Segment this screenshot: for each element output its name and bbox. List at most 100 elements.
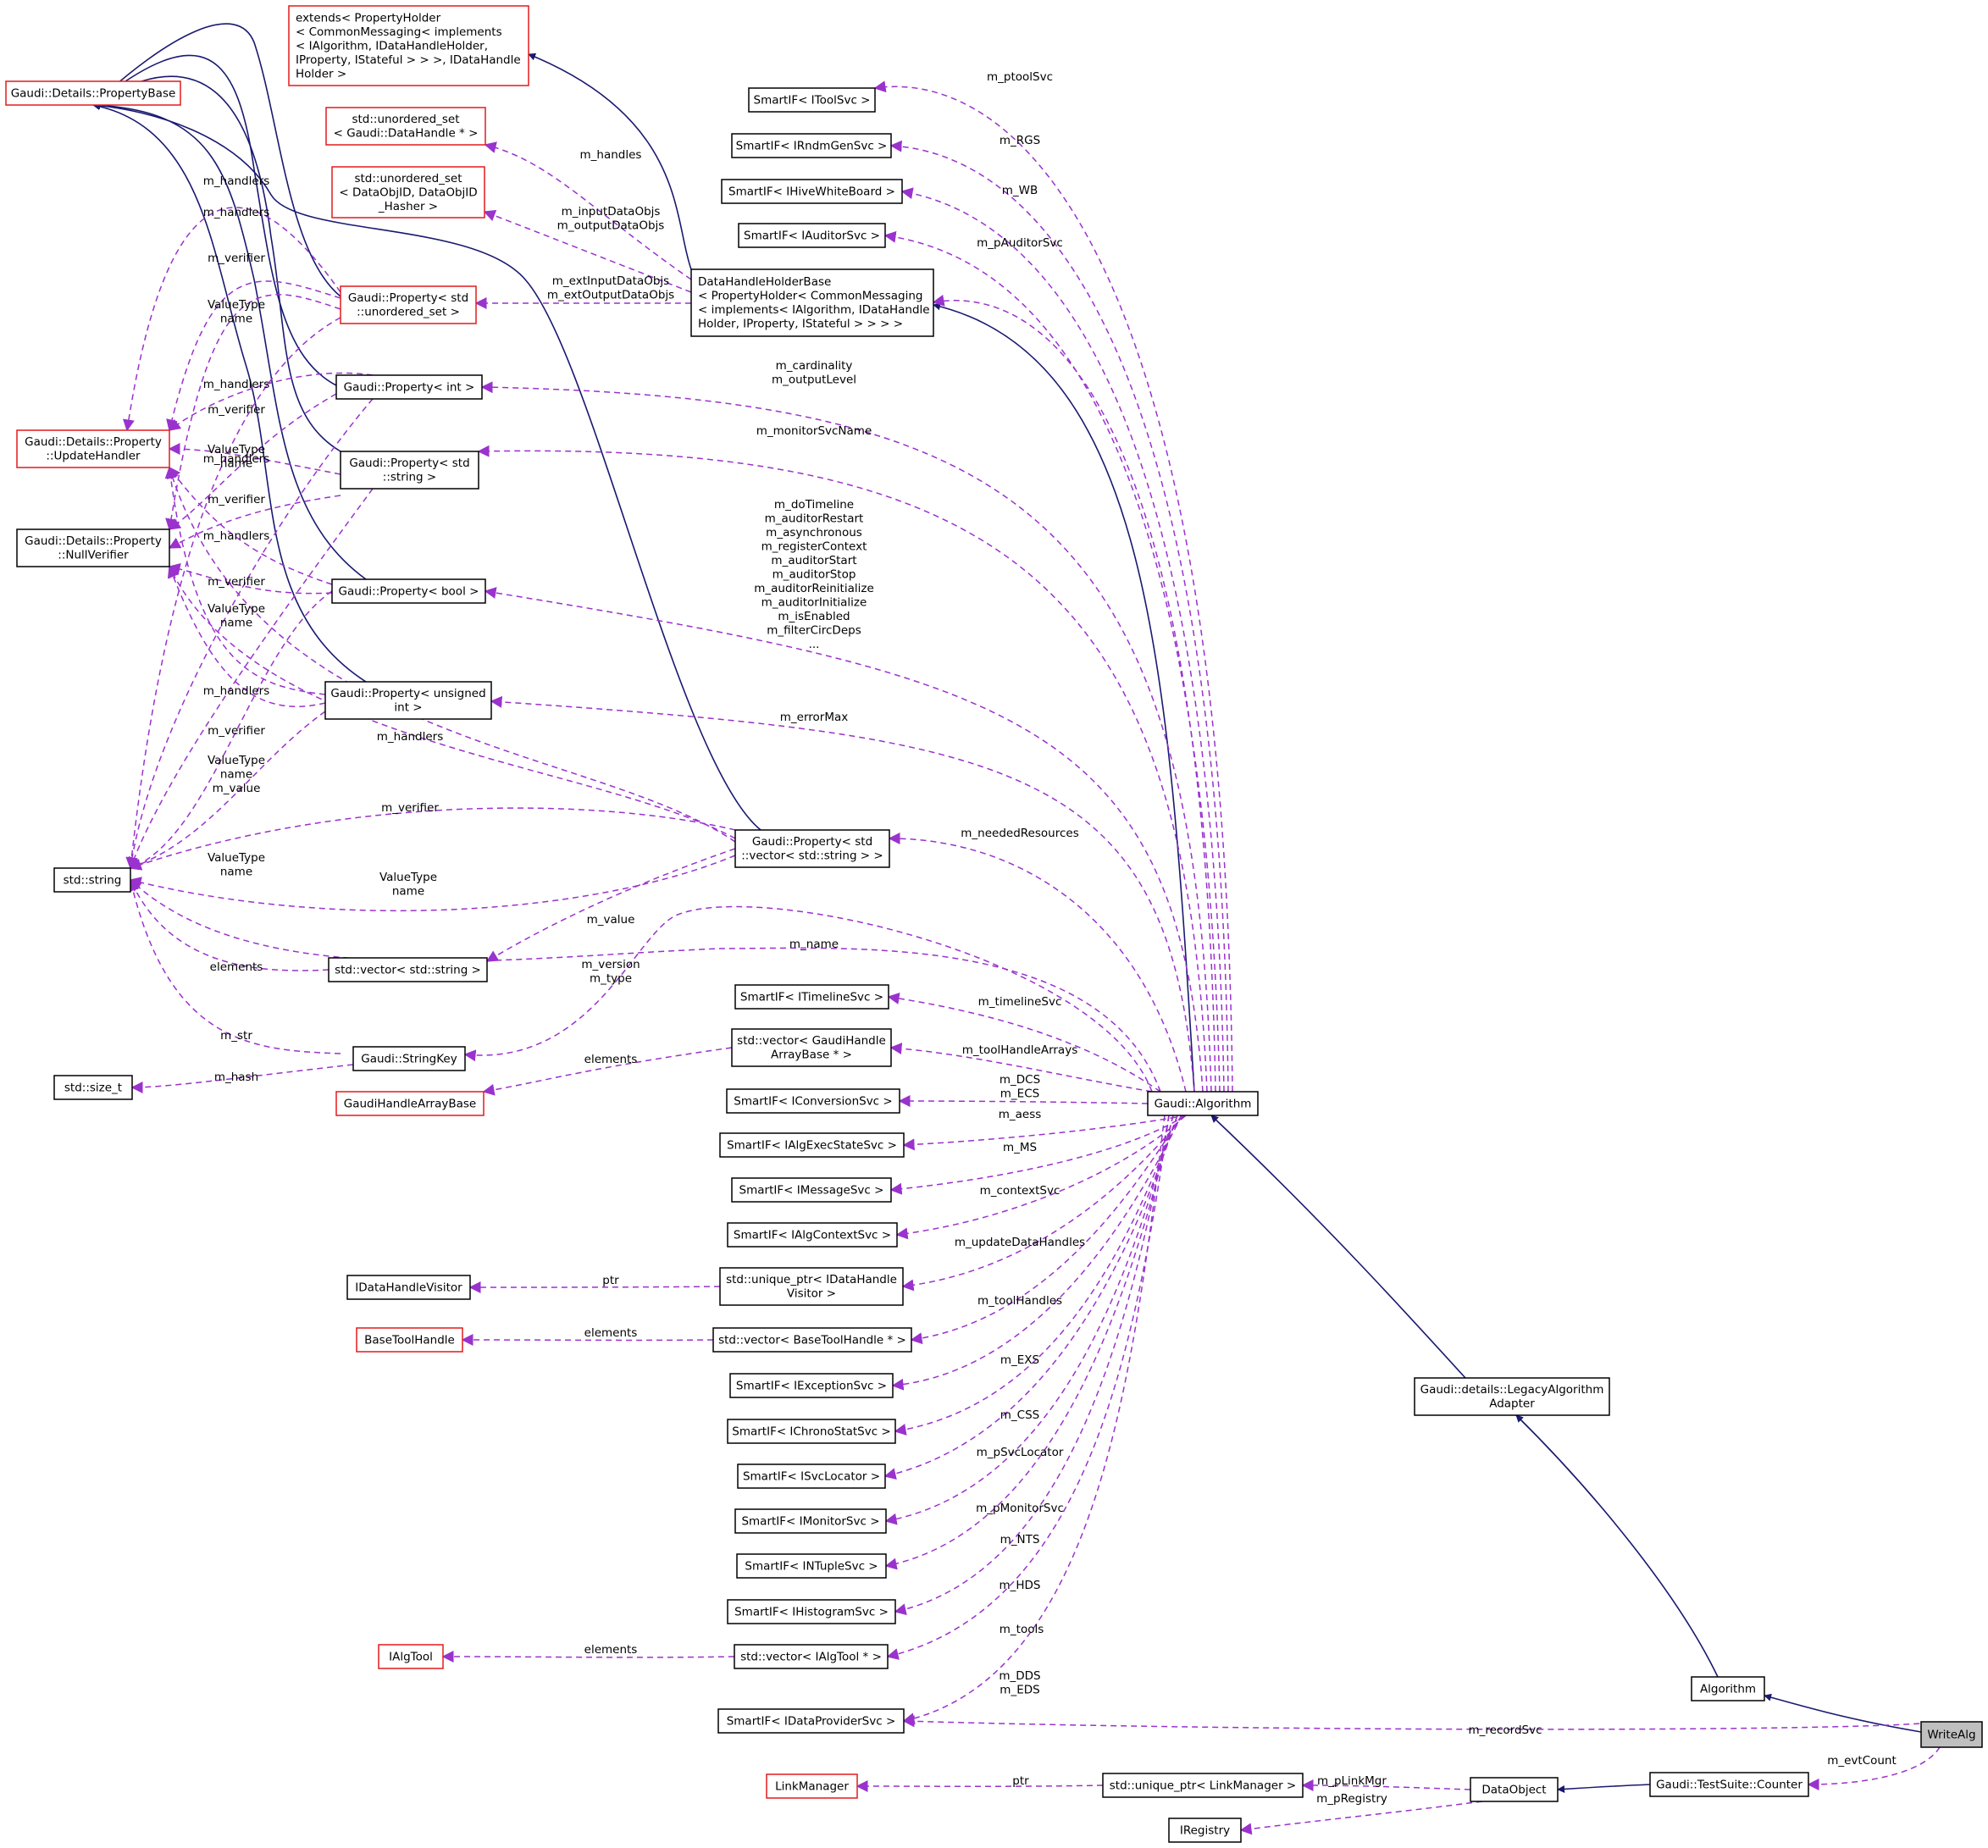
usage-edge-71 [168, 372, 374, 431]
class-node-iregistry[interactable]: IRegistry [1168, 1818, 1242, 1843]
class-node-box [340, 451, 479, 490]
class-node-histogram-svc[interactable]: SmartIF< IHistogramSvc > [727, 1599, 896, 1624]
class-node-chrono-svc[interactable]: SmartIF< IChronoStatSvc > [727, 1419, 896, 1444]
class-node-gaudi-algorithm[interactable]: Gaudi::Algorithm [1147, 1091, 1259, 1116]
class-node-size-t[interactable]: std::size_t [53, 1075, 133, 1100]
class-node-algexecstate-svc[interactable]: SmartIF< IAlgExecStateSvc > [719, 1132, 905, 1158]
edge-label-m-pMonitorSvc: m_pMonitorSvc [976, 1502, 1064, 1515]
class-node-exception-svc[interactable]: SmartIF< IExceptionSvc > [729, 1373, 894, 1398]
inheritance-edge-8 [92, 101, 367, 580]
class-node-datahandleholderbase[interactable]: DataHandleHolderBase< PropertyHolder< Co… [690, 268, 934, 337]
class-node-label: < implements< IAlgorithm, IDataHandle [698, 303, 930, 317]
edge-label-text: m_handlers [203, 378, 270, 391]
class-node-prop-vector-string[interactable]: Gaudi::Property< std::vector< std::strin… [734, 829, 890, 868]
class-node-std-string[interactable]: std::string [53, 867, 131, 893]
usage-edge-41 [484, 587, 1204, 1093]
class-node-label: SmartIF< IHistogramSvc > [734, 1605, 889, 1618]
class-node-message-svc[interactable]: SmartIF< IMessageSvc > [731, 1177, 892, 1203]
usage-edge-23 [894, 1115, 1170, 1616]
usage-edge-72 [125, 317, 341, 870]
class-node-propertybase[interactable]: Gaudi::Details::PropertyBase [5, 80, 181, 106]
class-node-prop-string[interactable]: Gaudi::Property< std::string > [340, 451, 479, 490]
usage-edge-47 [484, 141, 692, 280]
edge-label-text: m_value [587, 913, 635, 927]
class-node-rndmgen-svc[interactable]: SmartIF< IRndmGenSvc > [731, 133, 892, 158]
class-node-basetoolhandle[interactable]: BaseToolHandle [356, 1327, 463, 1353]
inheritance-edge-4 [528, 53, 692, 270]
edge-label-m-contextSvc: m_contextSvc [980, 1184, 1060, 1198]
usage-edge-33 [902, 1115, 1187, 1151]
usage-edge-22 [886, 1115, 1170, 1660]
class-node-prop-bool[interactable]: Gaudi::Property< bool > [331, 578, 486, 604]
edge-label-text: m_updateDataHandles [955, 1236, 1085, 1249]
class-node-label: SmartIF< IAlgExecStateSvc > [727, 1138, 897, 1152]
edge-label-text: m_evtCount [1827, 1754, 1897, 1768]
class-node-vector-gaudihandlearraybase[interactable]: std::vector< GaudiHandleArrayBase * > [731, 1028, 892, 1067]
class-node-vector-string[interactable]: std::vector< std::string > [328, 957, 488, 982]
usage-edge-25 [884, 1115, 1174, 1525]
edge-label-m-recordSvc: m_recordSvc [1468, 1724, 1542, 1737]
inheritance-edge-11 [92, 23, 341, 297]
edge-label-text: m_tools [1000, 1623, 1044, 1636]
class-node-label: SmartIF< ITimelineSvc > [740, 990, 883, 1004]
class-node-hivewhiteboard[interactable]: SmartIF< IHiveWhiteBoard > [721, 179, 903, 204]
class-node-box [1470, 1777, 1559, 1802]
class-node-idatahandlevisitor[interactable]: IDataHandleVisitor [346, 1275, 471, 1300]
class-node-box [16, 528, 170, 567]
class-node-stringkey[interactable]: Gaudi::StringKey [352, 1046, 466, 1071]
class-node-vector-basetoolhandle[interactable]: std::vector< BaseToolHandle * > [712, 1327, 912, 1353]
class-node-write-alg[interactable]: WriteAlg [1920, 1721, 1983, 1748]
class-node-label: Gaudi::Details::Property [25, 435, 162, 449]
class-node-ialgtool[interactable]: IAlgTool [378, 1644, 444, 1669]
class-node-vector-ialgtool[interactable]: std::vector< IAlgTool * > [734, 1644, 889, 1669]
class-node-monitor-svc[interactable]: SmartIF< IMonitorSvc > [734, 1508, 887, 1534]
class-node-svc-locator[interactable]: SmartIF< ISvcLocator > [737, 1463, 886, 1489]
edge-label-text: ... [809, 638, 820, 651]
class-node-label: Gaudi::Details::Property [25, 534, 162, 548]
class-node-link-manager[interactable]: LinkManager [766, 1773, 858, 1799]
class-node-counter[interactable]: Gaudi::TestSuite::Counter [1649, 1772, 1809, 1797]
class-node-box [340, 285, 477, 324]
class-node-box [690, 268, 934, 337]
usage-edge-44 [932, 294, 1216, 1093]
class-node-updatehandler[interactable]: Gaudi::Details::Property::UpdateHandler [16, 429, 170, 468]
class-node-label: WriteAlg [1927, 1728, 1975, 1741]
class-node-nullverifier[interactable]: Gaudi::Details::Property::NullVerifier [16, 528, 170, 567]
edge-label-text: m_aess [999, 1108, 1042, 1121]
class-node-label: SmartIF< IMonitorSvc > [741, 1514, 879, 1528]
class-node-ntuple-svc[interactable]: SmartIF< INTupleSvc > [736, 1553, 887, 1579]
class-node-label: ::UpdateHandler [46, 450, 141, 463]
edge-label-text: m_contextSvc [980, 1184, 1060, 1198]
class-node-data-object[interactable]: DataObject [1470, 1777, 1559, 1802]
class-node-unique-ptr-linkmanager[interactable]: std::unique_ptr< LinkManager > [1102, 1773, 1304, 1798]
usage-edge-13 [1807, 1746, 1941, 1790]
class-node-timeline-svc[interactable]: SmartIF< ITimelineSvc > [734, 984, 889, 1010]
class-node-tool-svc[interactable]: SmartIF< IToolSvc > [748, 87, 876, 113]
edge-label-m-neededResources: m_neededResources [961, 827, 1078, 840]
edge-label-text: m_verifier [208, 724, 265, 738]
class-node-label: std::unordered_set [354, 172, 462, 185]
class-node-unordered-set-datahandle[interactable]: std::unordered_set< Gaudi::DataHandle * … [325, 107, 486, 146]
class-node-label: ::vector< std::string > > [741, 849, 883, 863]
edge-label-text: m_CSS [1000, 1408, 1039, 1422]
class-node-auditor-svc[interactable]: SmartIF< IAuditorSvc > [738, 223, 886, 248]
class-node-box [288, 5, 529, 86]
class-node-algorithm[interactable]: Algorithm [1691, 1676, 1765, 1701]
edge-label-text: m_extInputDataObjs [552, 274, 669, 288]
class-node-prop-unordered-set[interactable]: Gaudi::Property< std::unordered_set > [340, 285, 477, 324]
class-node-prop-int[interactable]: Gaudi::Property< int > [335, 374, 483, 400]
class-node-dataproviders[interactable]: SmartIF< IDataProviderSvc > [717, 1708, 905, 1734]
class-node-gaudihandlearraybase[interactable]: GaudiHandleArrayBase [335, 1091, 485, 1116]
usage-edge-40 [490, 695, 1195, 1093]
class-node-box [1102, 1773, 1304, 1798]
class-node-conversion-svc[interactable]: SmartIF< IConversionSvc > [726, 1088, 900, 1114]
class-node-algcontext-svc[interactable]: SmartIF< IAlgContextSvc > [727, 1222, 898, 1248]
class-node-extends-propertyholder[interactable]: extends< PropertyHolder< CommonMessaging… [288, 5, 529, 86]
class-node-unordered-set-dataobjid[interactable]: std::unordered_set< DataObjID, DataObjID… [331, 166, 485, 219]
class-node-unique-ptr-visitor[interactable]: std::unique_ptr< IDataHandleVisitor > [719, 1267, 904, 1306]
